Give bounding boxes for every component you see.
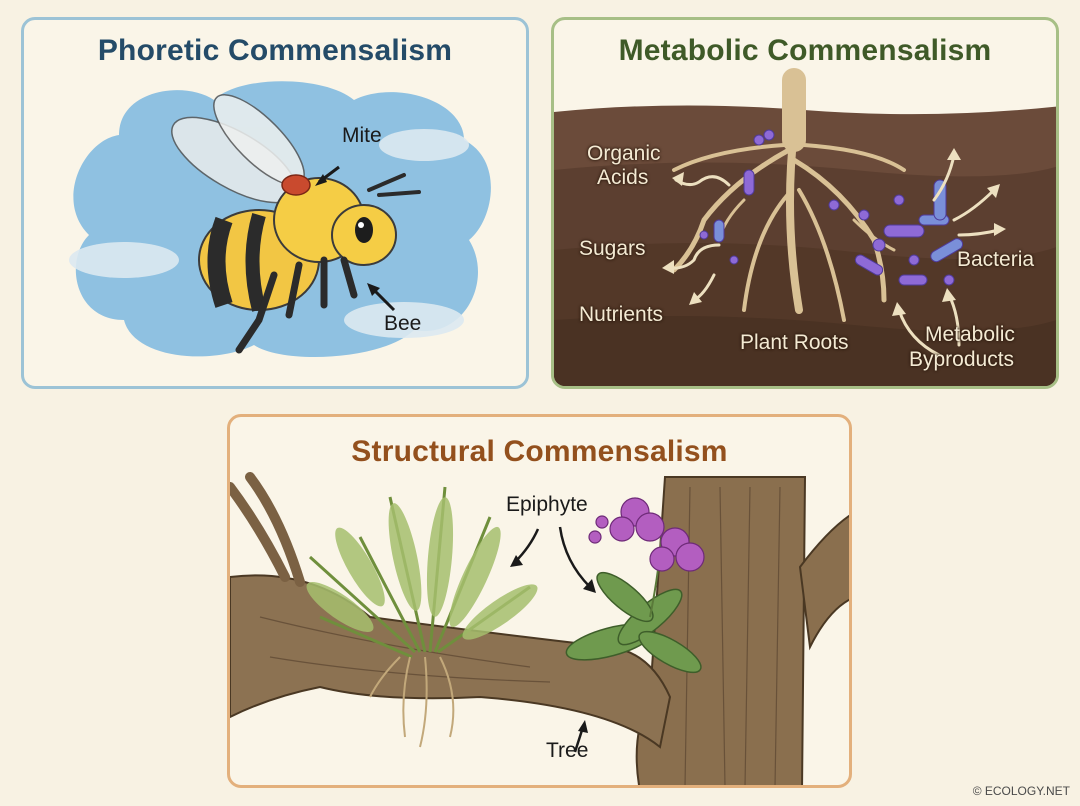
label-organic-acids-line1: Organic: [587, 142, 661, 165]
label-plant-roots: Plant Roots: [740, 331, 849, 354]
bacteria-icon: [699, 129, 964, 286]
label-bee: Bee: [384, 312, 422, 335]
metabolic-commensalism-panel: Metabolic Commensalism: [551, 17, 1059, 389]
panel-title: Structural Commensalism: [351, 435, 728, 468]
label-epiphyte: Epiphyte: [506, 493, 588, 516]
phoretic-commensalism-panel: Phoretic Commensalism Mite Bee: [21, 17, 529, 389]
label-metabolic-byproducts-line1: Metabolic: [925, 323, 1015, 346]
plant-roots-icon: [671, 68, 906, 322]
panel-title: Phoretic Commensalism: [97, 34, 453, 67]
tree-epiphyte-illustration: [230, 472, 849, 785]
structural-commensalism-panel: Structural Commensalism: [227, 414, 852, 788]
label-sugars: Sugars: [579, 237, 646, 260]
label-metabolic-byproducts-line2: Byproducts: [909, 348, 1015, 371]
label-mite: Mite: [342, 124, 382, 147]
mite-icon: [281, 174, 311, 196]
label-bacteria: Bacteria: [957, 248, 1035, 271]
soil-roots-illustration: [554, 68, 1056, 386]
label-organic-acids-line2: Acids: [597, 166, 649, 189]
bee-illustration: [69, 81, 491, 357]
label-nutrients: Nutrients: [579, 303, 664, 326]
orchid-flower-icon: [588, 497, 705, 572]
panel-title: Metabolic Commensalism: [618, 34, 992, 67]
label-tree: Tree: [546, 739, 589, 762]
copyright-text: © ECOLOGY.NET: [972, 784, 1070, 798]
